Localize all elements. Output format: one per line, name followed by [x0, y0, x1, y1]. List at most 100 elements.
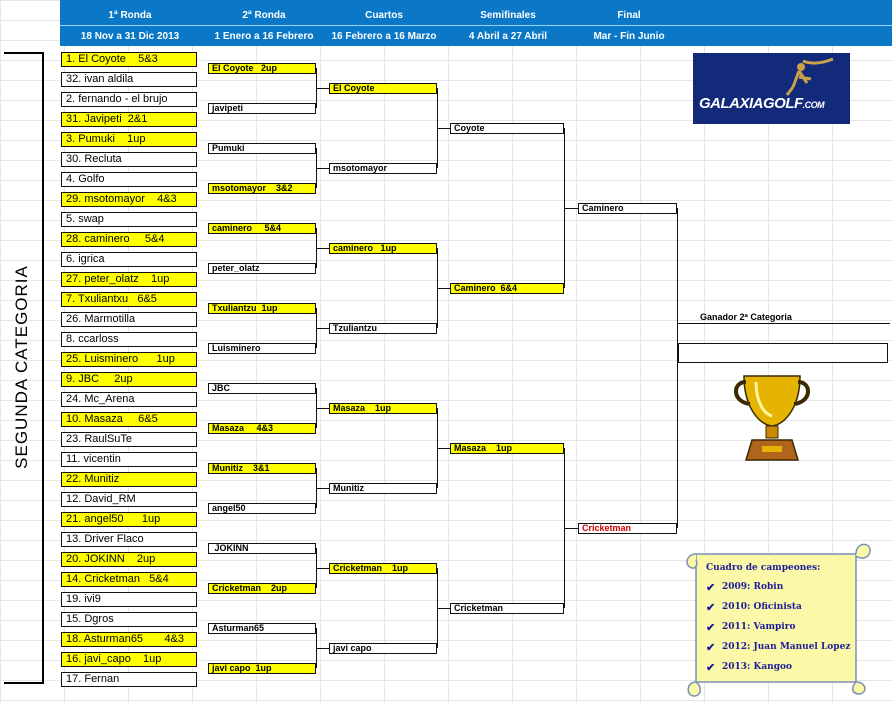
round2-slot: msotomayor 3&2 [208, 183, 316, 194]
round1-player: 20. JOKINN 2up [61, 552, 197, 567]
round1-player: 11. vicentin [61, 452, 197, 467]
round1-player: 21. angel50 1up [61, 512, 197, 527]
round1-player: 17. Fernan [61, 672, 197, 687]
quarters-slot: Masaza 1up [329, 403, 437, 414]
round1-player: 26. Marmotilla [61, 312, 197, 327]
round1-player: 7. Txuliantxu 6&5 [61, 292, 197, 307]
category-bracket-frame [4, 52, 44, 684]
champion-row: ✔2013: Kangoo [706, 660, 793, 674]
round2-slot: Munitiz 3&1 [208, 463, 316, 474]
bracket-connector [677, 208, 678, 528]
round1-player: 8. ccarloss [61, 332, 197, 347]
winner-line [678, 323, 890, 324]
round2-slot: Pumuki [208, 143, 316, 154]
bracket-connector [316, 248, 329, 249]
round1-player: 22. Munitiz [61, 472, 197, 487]
round2-slot: javipeti [208, 103, 316, 114]
bracket-connector [564, 208, 578, 209]
champions-scroll [686, 543, 871, 697]
round1-player: 2. fernando - el brujo [61, 92, 197, 107]
bracket-connector [316, 648, 329, 649]
round1-player: 23. RaulSuTe [61, 432, 197, 447]
final-slot: Caminero [578, 203, 677, 214]
round2-title: 2ª Ronda [242, 10, 286, 21]
round2-slot: peter_olatz [208, 263, 316, 274]
winner-title: Ganador 2ª Categoria [700, 312, 792, 322]
quarters-slot: msotomayor [329, 163, 437, 174]
final-title: Final [617, 10, 641, 21]
round2-slot: Luisminero [208, 343, 316, 354]
quarters-slot: javi capo [329, 643, 437, 654]
check-icon: ✔ [706, 660, 716, 674]
semis-slot: Masaza 1up [450, 443, 564, 454]
bracket-connector [437, 448, 450, 449]
champions-list: Cuadro de campeones: ✔2009: Robin ✔2010:… [706, 563, 856, 677]
round1-player: 27. peter_olatz 1up [61, 272, 197, 287]
quarters-slot: Cricketman 1up [329, 563, 437, 574]
bracket-connector [316, 168, 329, 169]
round1-player: 28. caminero 5&4 [61, 232, 197, 247]
quarters-title: Cuartos [365, 10, 403, 21]
check-icon: ✔ [706, 640, 716, 654]
round2-slot: Txuliantzu 1up [208, 303, 316, 314]
round1-player: 6. igrica [61, 252, 197, 267]
semis-slot: Coyote [450, 123, 564, 134]
round1-player: 24. Mc_Arena [61, 392, 197, 407]
bracket-connector [316, 328, 329, 329]
round1-player: 9. JBC 2up [61, 372, 197, 387]
quarters-slot: Munitiz [329, 483, 437, 494]
round2-slot: angel50 [208, 503, 316, 514]
bracket-connector [564, 528, 578, 529]
round1-dates: 18 Nov a 31 Dic 2013 [80, 31, 180, 42]
round2-slot: javi capo 1up [208, 663, 316, 674]
bracket-connector [437, 608, 450, 609]
round1-player: 29. msotomayor 4&3 [61, 192, 197, 207]
round1-player: 12. David_RM [61, 492, 197, 507]
round2-slot: JBC [208, 383, 316, 394]
round2-slot: Masaza 4&3 [208, 423, 316, 434]
bracket-connector [316, 408, 329, 409]
round1-player: 3. Pumuki 1up [61, 132, 197, 147]
champion-row: ✔2011: Vampiro [706, 620, 796, 634]
semis-slot: Cricketman [450, 603, 564, 614]
check-icon: ✔ [706, 600, 716, 614]
category-label: SEGUNDA CATEGORIA [12, 265, 31, 469]
bracket-connector [437, 128, 450, 129]
quarters-slot: caminero 1up [329, 243, 437, 254]
round2-dates: 1 Enero a 16 Febrero [214, 31, 314, 42]
check-icon: ✔ [706, 620, 716, 634]
round1-player: 19. ivi9 [61, 592, 197, 607]
round1-player: 16. javi_capo 1up [61, 652, 197, 667]
round1-player: 5. swap [61, 212, 197, 227]
round1-player: 14. Cricketman 5&4 [61, 572, 197, 587]
round1-title: 1ª Ronda [108, 10, 152, 21]
round1-player: 4. Golfo [61, 172, 197, 187]
round2-slot: Asturman65 [208, 623, 316, 634]
semis-slot: Caminero 6&4 [450, 283, 564, 294]
champion-row: ✔2009: Robin [706, 580, 784, 594]
final-slot: Cricketman [578, 523, 677, 534]
golfer-icon [785, 57, 834, 96]
round1-player: 25. Luisminero 1up [61, 352, 197, 367]
final-dates: Mar - Fin Junio [593, 31, 665, 42]
header-divider [60, 25, 892, 26]
check-icon: ✔ [706, 580, 716, 594]
bracket-connector [316, 488, 329, 489]
quarters-slot: Tzuliantzu [329, 323, 437, 334]
bracket-connector [316, 568, 329, 569]
champions-title: Cuadro de campeones: [706, 563, 821, 573]
round2-slot: caminero 5&4 [208, 223, 316, 234]
champion-row: ✔2012: Juan Manuel Lopez [706, 640, 851, 654]
round1-player: 32. ivan aldila [61, 72, 197, 87]
round2-slot: El Coyote 2up [208, 63, 316, 74]
trophy-icon [734, 375, 810, 461]
quarters-dates: 16 Febrero a 16 Marzo [331, 31, 437, 42]
round1-player: 18. Asturman65 4&3 [61, 632, 197, 647]
semis-title: Semifinales [480, 10, 536, 21]
quarters-slot: El Coyote [329, 83, 437, 94]
round1-player: 13. Driver Flaco [61, 532, 197, 547]
round2-slot: Cricketman 2up [208, 583, 316, 594]
bracket-connector [316, 88, 329, 89]
galaxiagolf-logo: GALAXIAGOLF.COM [693, 53, 850, 124]
round2-slot: JOKINN [208, 543, 316, 554]
